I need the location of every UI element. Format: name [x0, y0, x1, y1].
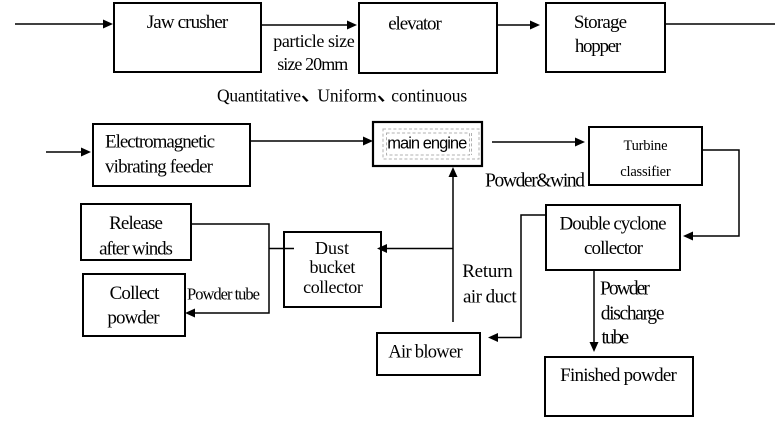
svg-text:Powder tube: Powder tube: [187, 285, 260, 304]
svg-text:discharge: discharge: [601, 303, 665, 324]
svg-text:tube: tube: [602, 328, 630, 349]
svg-text:Powder: Powder: [600, 279, 650, 300]
svg-text:Storage: Storage: [574, 12, 627, 33]
svg-text:classifier: classifier: [620, 164, 671, 180]
svg-text:Electromagnetic: Electromagnetic: [105, 132, 215, 153]
svg-text:Collect: Collect: [110, 283, 161, 304]
svg-text:collector: collector: [584, 238, 644, 259]
svg-text:Quantitative: Quantitative: [217, 86, 301, 106]
svg-text:air duct: air duct: [463, 287, 517, 308]
svg-text:Finished powder: Finished powder: [560, 365, 677, 386]
svg-text:main engine: main engine: [387, 134, 467, 152]
svg-text:size 20mm: size 20mm: [277, 54, 348, 74]
svg-text:particle size: particle size: [273, 31, 354, 51]
svg-text:hopper: hopper: [575, 36, 622, 57]
svg-text:after winds: after winds: [99, 239, 173, 260]
svg-text:Powder&wind: Powder&wind: [485, 171, 585, 192]
svg-text:collector: collector: [303, 277, 363, 297]
svg-text:bucket: bucket: [310, 257, 356, 277]
svg-text:Air blower: Air blower: [388, 343, 462, 363]
svg-text:Dust: Dust: [315, 238, 349, 258]
svg-text:continuous: continuous: [391, 86, 467, 106]
svg-text:Double cyclone: Double cyclone: [560, 214, 667, 235]
svg-text:Uniform: Uniform: [317, 86, 377, 106]
svg-text:vibrating feeder: vibrating feeder: [105, 157, 214, 178]
svg-text:powder: powder: [107, 308, 160, 329]
svg-text:Release: Release: [109, 213, 163, 234]
svg-text:Jaw crusher: Jaw crusher: [147, 12, 229, 33]
svg-text:Return: Return: [462, 261, 513, 282]
svg-text:Turbine: Turbine: [624, 138, 668, 154]
svg-text:elevator: elevator: [388, 14, 442, 35]
